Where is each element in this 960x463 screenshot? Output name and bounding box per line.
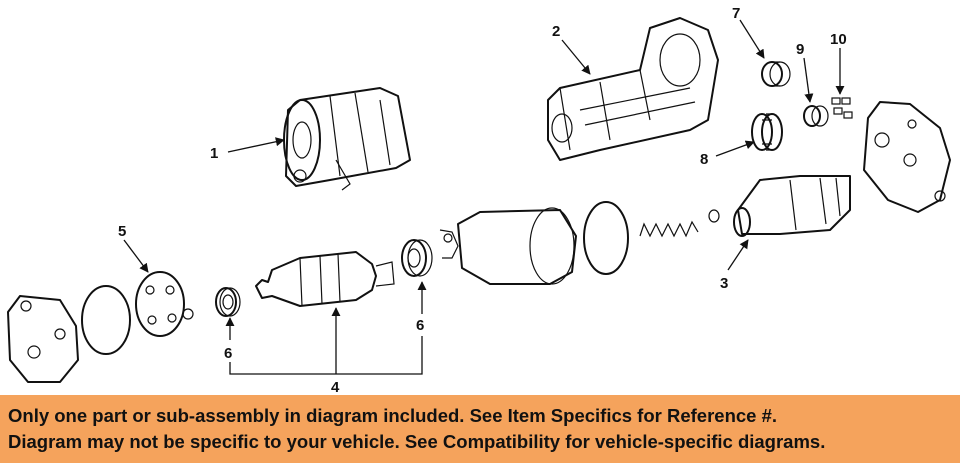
callout-2: 2 [552, 23, 560, 40]
part-10-rollers [831, 97, 853, 119]
leader-1 [227, 137, 285, 153]
part-4-armature [255, 251, 395, 307]
o-ring-right [583, 201, 629, 275]
callout-5: 5 [118, 223, 126, 240]
field-frame [439, 207, 577, 285]
part-7-gear [761, 61, 791, 87]
part-5-brush-holder [135, 271, 194, 337]
spring [639, 220, 699, 238]
disclaimer-line-2: Diagram may not be specific to your vehi… [8, 431, 826, 452]
part-6-bearing-right [401, 239, 433, 277]
part-3-drive-clutch [733, 175, 851, 237]
callout-6-right: 6 [416, 317, 424, 334]
callout-3: 3 [720, 275, 728, 292]
disclaimer-banner: Only one part or sub-assembly in diagram… [0, 395, 960, 463]
callout-8: 8 [700, 151, 708, 168]
leader-2 [561, 39, 591, 75]
part-6-bearing-left [215, 287, 241, 317]
leader-5 [123, 239, 149, 273]
leader-9 [803, 57, 814, 103]
end-cover-left [7, 295, 79, 383]
callout-6-left: 6 [224, 345, 232, 362]
end-cover-right [863, 101, 951, 213]
callout-4: 4 [331, 379, 340, 395]
disclaimer-line-1: Only one part or sub-assembly in diagram… [8, 405, 778, 426]
callout-7: 7 [732, 5, 740, 22]
callout-9: 9 [796, 41, 804, 58]
leader-8 [715, 140, 755, 157]
part-2-housing [547, 17, 719, 161]
leader-3 [727, 239, 749, 271]
part-9-retainer [803, 105, 829, 127]
small-ring [708, 209, 720, 223]
part-1-starter-assembly [283, 87, 411, 191]
exploded-parts-diagram: 1 2 3 4 5 6 6 7 8 9 10 [7, 5, 951, 395]
part-8-idler-gear [751, 113, 783, 151]
bracket-4 [229, 336, 423, 375]
leader-7 [739, 19, 765, 59]
callout-1: 1 [210, 145, 218, 162]
o-ring-left [81, 285, 131, 355]
callout-10: 10 [830, 31, 847, 48]
